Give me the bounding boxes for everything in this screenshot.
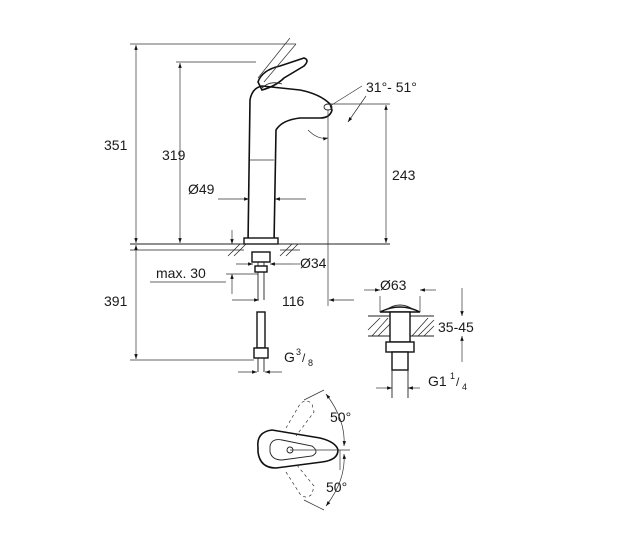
faucet-base (243, 237, 279, 245)
mounting-nut (251, 251, 271, 263)
faucet-lever (257, 57, 308, 91)
label-lever-angle-down: 50° (326, 479, 347, 495)
lever-top-view (256, 389, 350, 511)
lever-position-up (285, 400, 315, 437)
label-waste-thread: G1 (428, 373, 447, 389)
supply-hose-nut (253, 347, 269, 359)
supply-hose (256, 311, 266, 349)
label-connection-sub: 8 (308, 358, 313, 368)
label-waste-sub: 4 (462, 382, 467, 392)
label-waste-sup: 1 (450, 371, 455, 381)
waste-body (389, 311, 411, 343)
label-lever-angle-up: 50° (330, 409, 351, 425)
label-max-deck: max. 30 (156, 265, 206, 281)
waste-nut (385, 341, 415, 353)
label-hose-length: 391 (104, 293, 128, 309)
stud-washer (254, 265, 268, 273)
label-connection-thread: G (284, 349, 295, 365)
dimension-lines (130, 37, 390, 374)
label-waste-diameter: Ø63 (380, 277, 407, 293)
lever-position-down (285, 463, 315, 498)
label-total-height: 351 (104, 137, 128, 153)
label-waste-slash: / (456, 375, 460, 389)
waste-cap (385, 304, 415, 311)
label-hole-diameter: Ø34 (300, 255, 327, 271)
dimension-labels: 351 319 243 Ø49 31°- 51° max. 30 Ø34 391… (104, 79, 474, 495)
faucet-side-view (130, 57, 390, 372)
waste-detail (364, 288, 464, 398)
waste-tail (391, 351, 409, 371)
lever-handle-inner (269, 439, 317, 461)
label-outlet-height: 243 (392, 167, 416, 183)
label-connection-sup: 3 (296, 347, 301, 357)
label-spout-height: 319 (162, 147, 186, 163)
label-waste-thickness: 35-45 (438, 319, 474, 335)
deck-hatching (227, 243, 299, 257)
label-spout-angle: 31°- 51° (366, 79, 417, 95)
label-reach: 116 (282, 293, 305, 309)
lever-detail (261, 82, 283, 89)
faucet-body (247, 85, 333, 245)
connection-thread-g: G (284, 349, 295, 365)
label-body-diameter: Ø49 (188, 181, 215, 197)
label-connection-slash: / (302, 351, 306, 365)
